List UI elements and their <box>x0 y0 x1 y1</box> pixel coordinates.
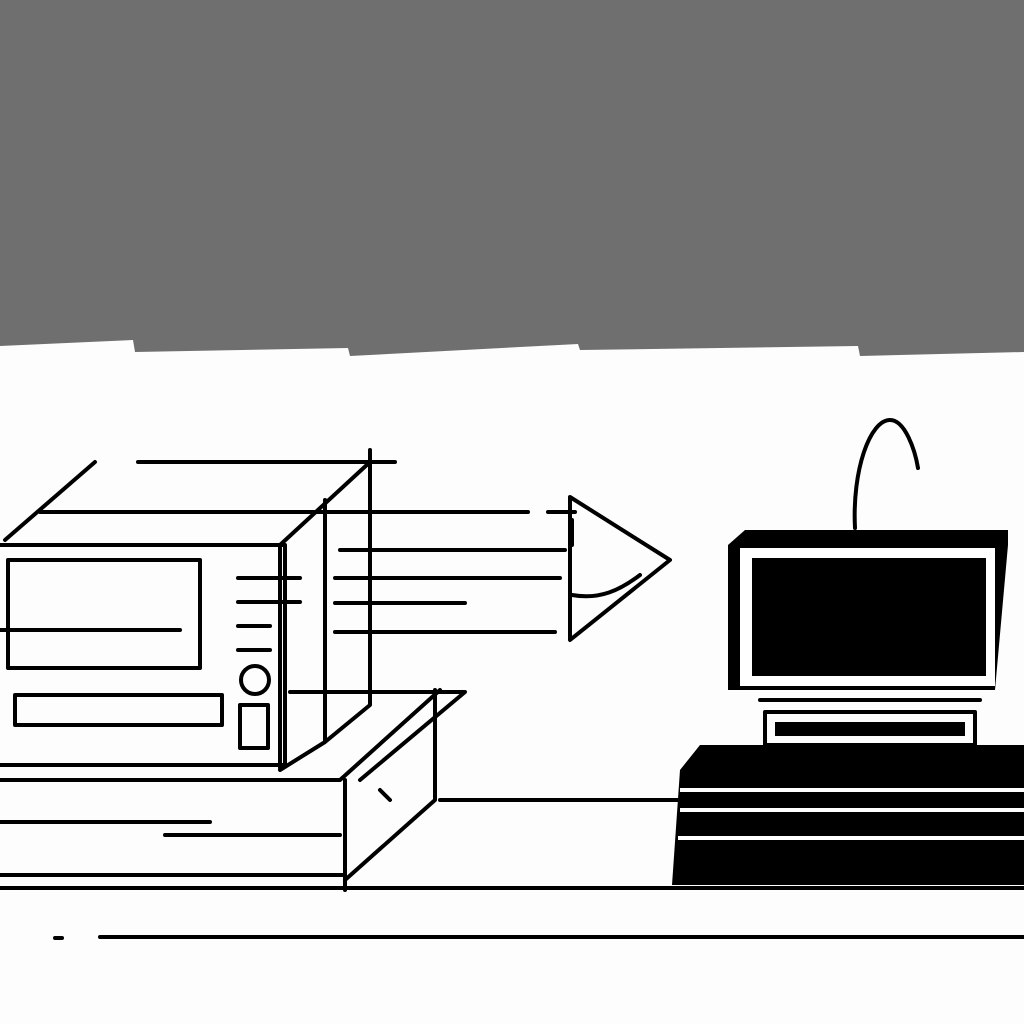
old-computer-icon <box>0 448 577 892</box>
ground-lines <box>0 798 1024 940</box>
modern-monitor-icon <box>672 418 1024 885</box>
arrow-right-icon <box>568 495 672 642</box>
gray-backdrop <box>0 0 1024 356</box>
